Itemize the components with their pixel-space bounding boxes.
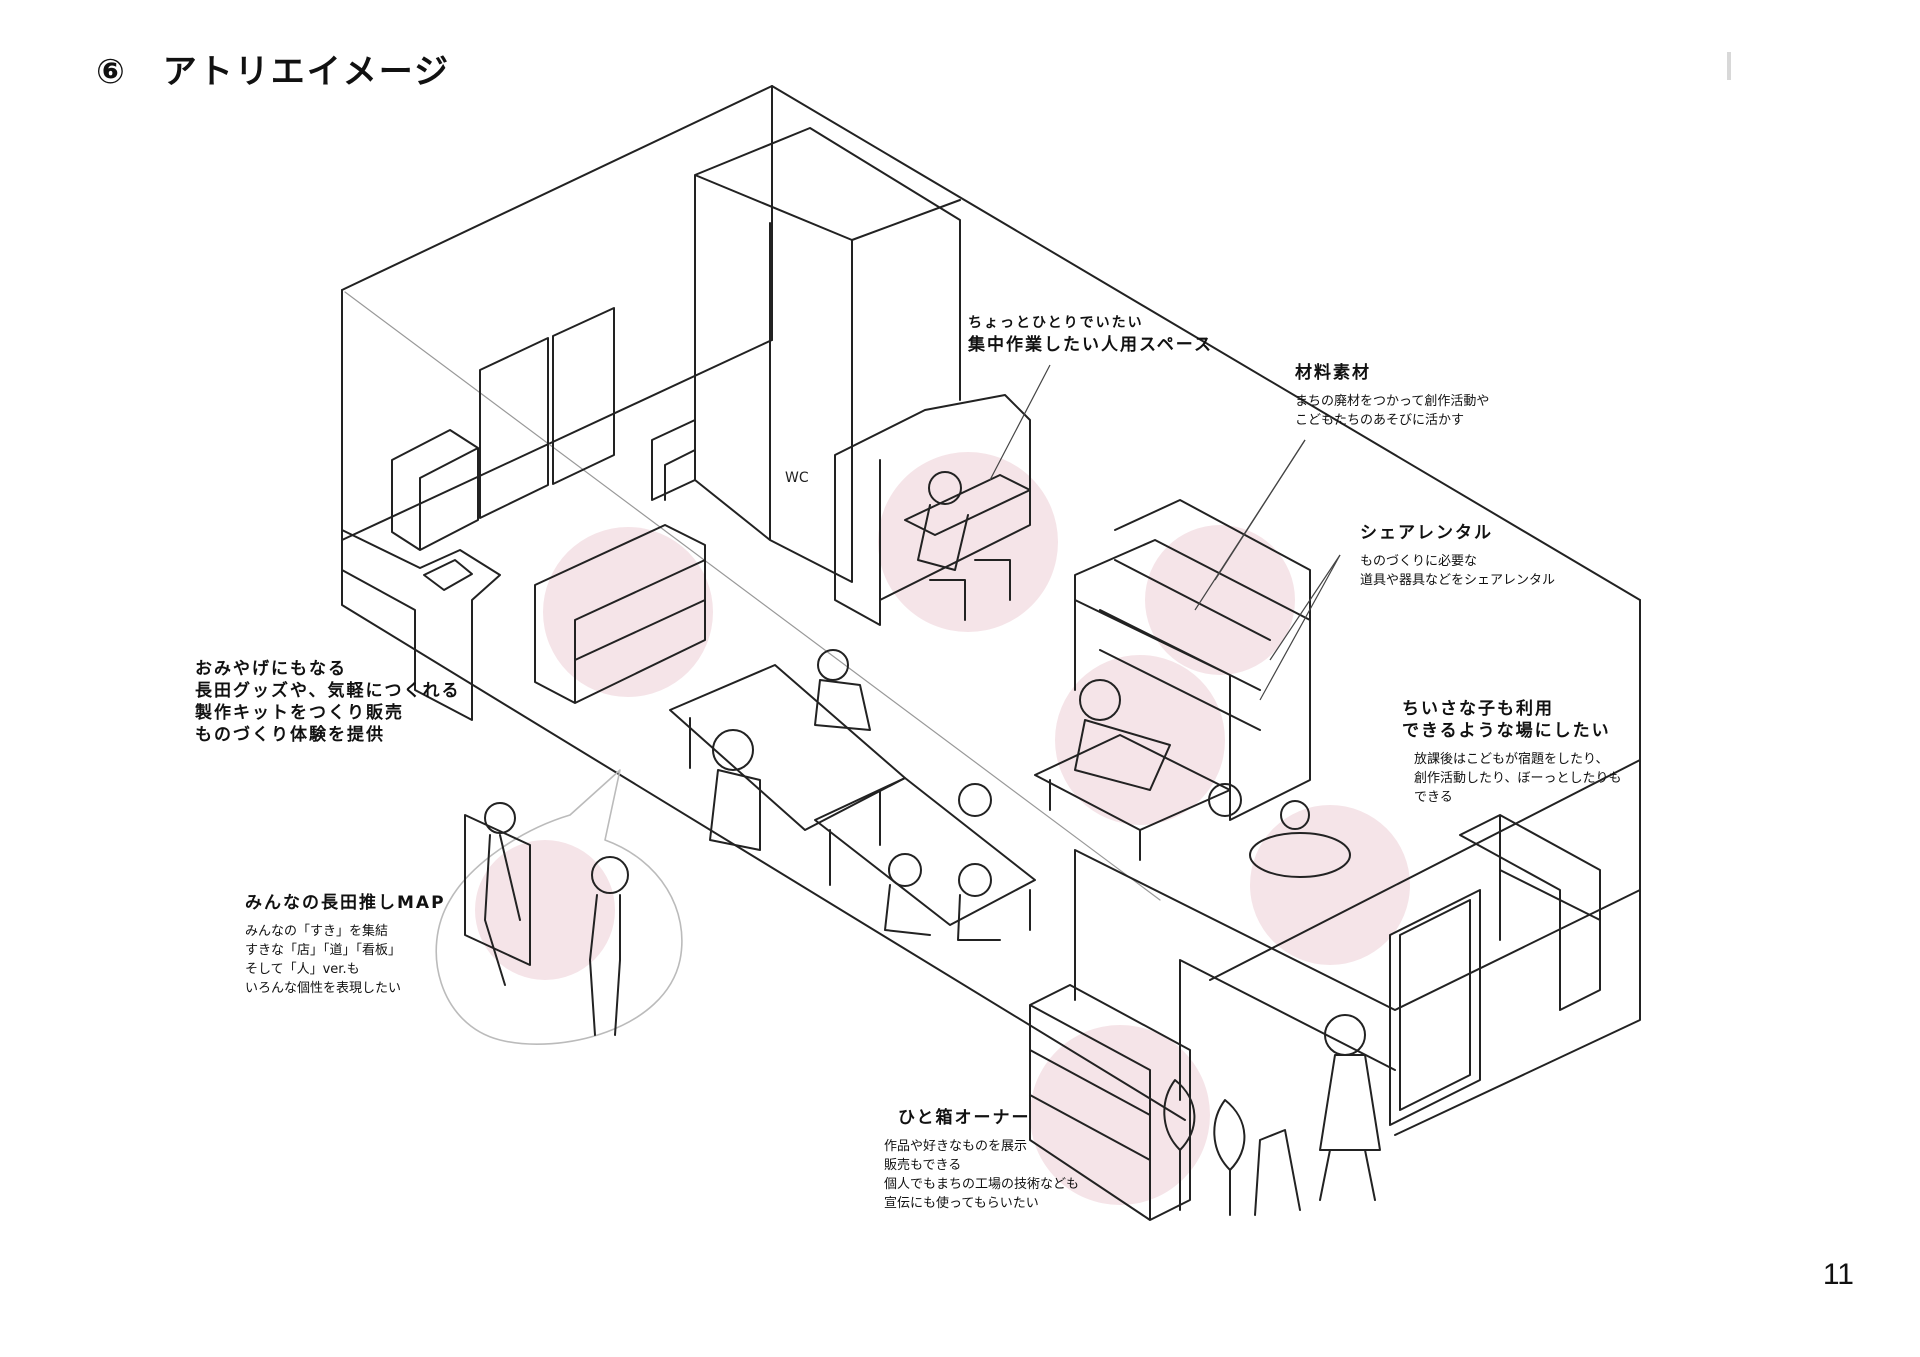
round-table bbox=[1249, 832, 1351, 878]
highlight-circles bbox=[475, 452, 1410, 1205]
wc-tower bbox=[694, 127, 961, 583]
share-body-1: ものづくりに必要な bbox=[1360, 554, 1478, 569]
souvenir-line-3: 製作キットをつくり販売 bbox=[195, 703, 404, 723]
souvenir-line-2: 長田グッズや、気軽につくれる bbox=[195, 681, 461, 701]
header-mark bbox=[1727, 52, 1731, 80]
map-person-2-body bbox=[589, 894, 621, 1036]
share-person-body bbox=[1074, 719, 1171, 791]
work-table bbox=[1034, 734, 1231, 861]
fridge bbox=[391, 429, 479, 551]
back-floor-line bbox=[341, 339, 773, 541]
kids-body-1: 放課後はこどもが宿題をしたり、 bbox=[1414, 752, 1609, 767]
map-body-2: すきな「店」「道」「看板」 bbox=[245, 943, 402, 958]
annotation-box-owner: ひと箱オーナー 作品や好きなものを展示 販売もできる 個人でもまちの工場の技術な… bbox=[884, 1107, 1079, 1213]
map-person-2-head bbox=[591, 856, 629, 894]
map-heading: みんなの長田推しMAP bbox=[245, 893, 446, 913]
plant-1 bbox=[1163, 1079, 1196, 1211]
wall-shelf-right bbox=[1459, 814, 1601, 1011]
map-person-1-body bbox=[484, 834, 521, 986]
materials-heading: 材料素材 bbox=[1295, 363, 1371, 383]
souvenir-line-4: ものづくり体験を提供 bbox=[195, 725, 385, 745]
annotation-kids-space: ちいさな子も利用 できるような場にしたい 放課後はこどもが宿題をしたり、 創作活… bbox=[1402, 698, 1621, 807]
map-board bbox=[464, 814, 531, 966]
highlight-kids bbox=[1250, 805, 1410, 965]
box-owner-heading: ひと箱オーナー bbox=[898, 1108, 1031, 1128]
speech-bubble bbox=[435, 769, 683, 1045]
annotation-share-rental: シェアレンタル ものづくりに必要な 道具や器具などをシェアレンタル bbox=[1360, 522, 1555, 590]
left-wall-edge bbox=[341, 289, 1186, 1121]
window-right bbox=[552, 307, 615, 485]
kitchen-counter bbox=[341, 529, 501, 721]
stools bbox=[929, 559, 1011, 621]
map-body-1: みんなの「すき」を集結 bbox=[245, 924, 389, 939]
child-b-head bbox=[888, 853, 922, 887]
souvenir-line-1: おみやげにもなる bbox=[195, 659, 347, 679]
person-a-head bbox=[817, 649, 849, 681]
plant-2 bbox=[1213, 1099, 1246, 1216]
tall-shelf bbox=[1114, 499, 1311, 621]
person-b-body bbox=[709, 769, 761, 851]
box-owner-body-1: 作品や好きなものを展示 bbox=[884, 1139, 1028, 1154]
kids-heading-2: できるような場にしたい bbox=[1402, 721, 1611, 741]
entrance-door bbox=[1389, 889, 1481, 1126]
solo-line-2: 集中作業したい人用スペース bbox=[968, 335, 1213, 355]
kids-body-3: できる bbox=[1414, 790, 1453, 805]
leader-solo bbox=[989, 364, 1051, 481]
sink bbox=[423, 559, 473, 591]
share-body-2: 道具や器具などをシェアレンタル bbox=[1360, 573, 1556, 588]
box-owner-shelf bbox=[1029, 984, 1191, 1221]
map-body-3: そして「人」ver.も bbox=[245, 962, 360, 977]
window-left bbox=[479, 337, 549, 519]
a-frame-sign bbox=[1254, 1129, 1301, 1216]
materials-shelf bbox=[1074, 539, 1311, 821]
table-legs-2 bbox=[829, 829, 1031, 931]
solo-person-body bbox=[917, 504, 969, 571]
highlight-materials bbox=[1145, 525, 1295, 675]
box-owner-body-4: 宣伝にも使ってもらいたい bbox=[884, 1196, 1039, 1211]
kid-head-1 bbox=[1208, 783, 1242, 817]
right-wall bbox=[1394, 599, 1641, 1136]
child-a-head bbox=[958, 783, 992, 817]
annotation-solo-space: ちょっとひとりでいたい 集中作業したい人用スペース bbox=[968, 312, 1213, 356]
map-body-4: いろんな個性を表現したい bbox=[245, 981, 402, 996]
child-bodies bbox=[884, 884, 1001, 941]
box-owner-body-2: 販売もできる bbox=[884, 1158, 962, 1173]
annotation-materials: 材料素材 まちの廃材をつかって創作活動や こどもたちのあそびに活かす bbox=[1295, 362, 1489, 430]
stair-block bbox=[651, 419, 696, 501]
page-number: 11 bbox=[1822, 1258, 1854, 1291]
table-legs-1 bbox=[689, 717, 881, 846]
kids-zone bbox=[1074, 849, 1641, 1101]
small-table bbox=[814, 777, 1036, 926]
person-b-head bbox=[712, 729, 754, 771]
leader-share-2 bbox=[1259, 554, 1341, 701]
souvenir-shelf bbox=[534, 524, 706, 704]
box-owner-body-3: 個人でもまちの工場の技術なども bbox=[884, 1177, 1080, 1192]
highlight-share bbox=[1055, 655, 1225, 825]
materials-body-2: こどもたちのあそびに活かす bbox=[1295, 413, 1465, 428]
annotation-souvenir: おみやげにもなる 長田グッズや、気軽につくれる 製作キットをつくり販売 ものづく… bbox=[195, 658, 461, 746]
person-a-body bbox=[814, 679, 871, 731]
page-title: ⑥ アトリエイメージ bbox=[96, 52, 451, 92]
map-person-1-head bbox=[484, 802, 516, 834]
solo-booth bbox=[834, 394, 1031, 626]
highlight-box bbox=[1030, 1025, 1210, 1205]
materials-body-1: まちの廃材をつかって創作活動や bbox=[1295, 394, 1490, 409]
wc-label: WC bbox=[785, 470, 809, 486]
kid-head-2 bbox=[1280, 800, 1310, 830]
visitor-body bbox=[1319, 1054, 1381, 1201]
solo-line-1: ちょっとひとりでいたい bbox=[968, 315, 1144, 331]
leader-share bbox=[1269, 554, 1341, 661]
kids-heading-1: ちいさな子も利用 bbox=[1402, 699, 1554, 719]
share-heading: シェアレンタル bbox=[1360, 523, 1493, 543]
solo-person-head bbox=[928, 471, 962, 505]
kids-body-2: 創作活動したり、ぼーっとしたりも bbox=[1414, 771, 1622, 786]
child-c-head bbox=[958, 863, 992, 897]
visitor-head bbox=[1324, 1014, 1366, 1056]
big-table bbox=[669, 664, 906, 831]
annotation-nagata-map: みんなの長田推しMAP みんなの「すき」を集結 すきな「店」「道」「看板」 そし… bbox=[245, 892, 446, 998]
leader-materials-2 bbox=[1214, 439, 1306, 581]
share-person-head bbox=[1079, 679, 1121, 721]
highlight-souvenir bbox=[543, 527, 713, 697]
